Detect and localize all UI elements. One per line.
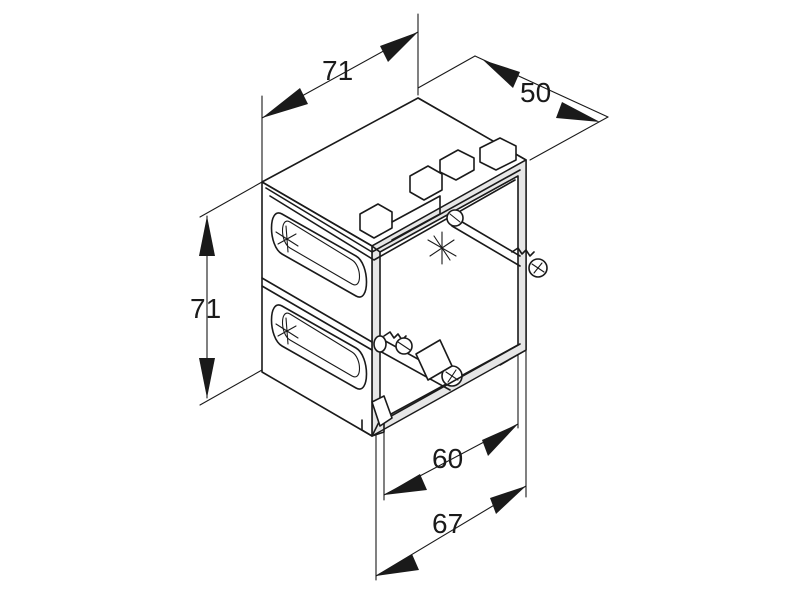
dimension-label-top-depth: 50 <box>520 77 552 108</box>
dimension-outer-depth <box>375 485 527 577</box>
dimension-inner-depth <box>383 423 519 496</box>
knockout-slot-upper <box>270 212 368 298</box>
screw-lower <box>373 331 463 391</box>
knockout-slot-lower <box>270 304 368 390</box>
knockout-star-icon <box>275 317 299 345</box>
knockout-star-icon <box>275 225 299 253</box>
dimension-label-outer-depth: 67 <box>432 508 464 539</box>
dimension-label-top-width: 71 <box>322 55 354 86</box>
mounting-clips <box>359 137 517 241</box>
junction-box <box>261 97 548 437</box>
dimension-height <box>199 215 215 399</box>
knockout-star-icon <box>427 231 457 265</box>
dimension-top-depth <box>474 55 609 122</box>
dimension-label-inner-depth: 60 <box>432 443 464 474</box>
screw-upper <box>446 209 548 278</box>
dimension-top-width <box>261 31 419 119</box>
dimension-label-height: 71 <box>190 293 222 324</box>
